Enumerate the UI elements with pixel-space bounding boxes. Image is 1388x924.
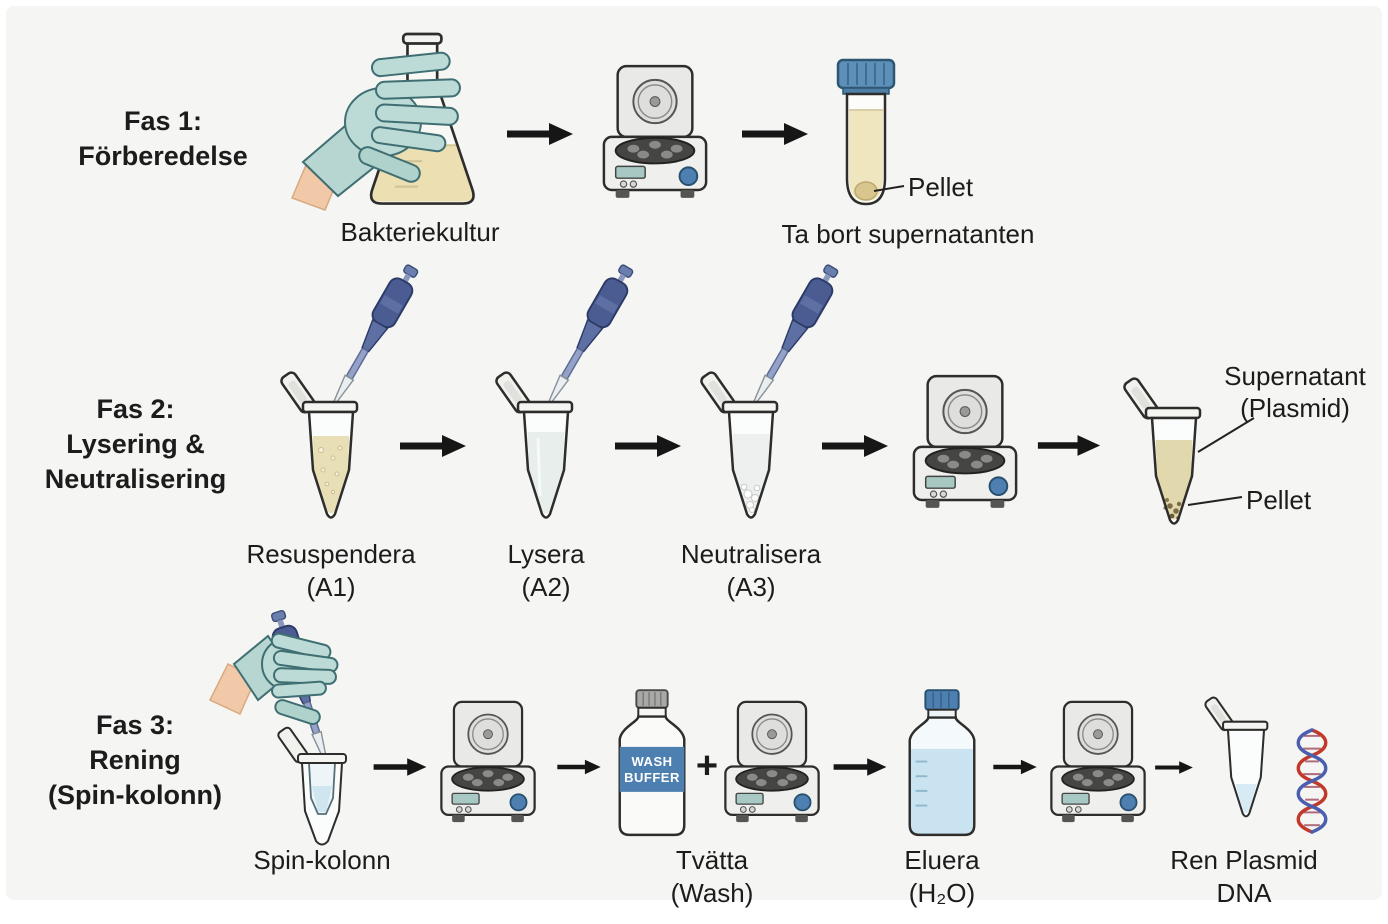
- supernatant-label-line1: Supernatant: [1224, 361, 1366, 391]
- final-dna-caption-line2: DNA: [1216, 878, 1272, 908]
- arrow-icon: [1038, 435, 1100, 456]
- supernatant-label: Supernatant (Plasmid): [1202, 360, 1388, 424]
- phase3-label-line3: (Spin-kolonn): [48, 780, 222, 810]
- arrow-icon: [742, 123, 808, 145]
- arrow-icon: [557, 760, 600, 774]
- wash-bottle-label-line2: BUFFER: [624, 770, 680, 785]
- supernatant-label-line2: (Plasmid): [1240, 393, 1350, 423]
- arrow-icon: [374, 758, 427, 776]
- neutralize-tube-illustration: [698, 369, 779, 519]
- centrifuge-illustration: [912, 374, 1018, 510]
- elute-caption-line2: (H₂O): [908, 878, 976, 908]
- phase1-label-line2: Förberedelse: [78, 141, 248, 171]
- pipette-icon: [743, 260, 845, 409]
- pellet-label-row1: Pellet: [908, 172, 974, 202]
- wash-caption-line1: Tvätta: [675, 845, 749, 875]
- phase2-label-line3: Neutralisering: [44, 464, 227, 494]
- neutralize-caption-line1: Neutralisera: [680, 539, 822, 569]
- elute-caption: Eluera (H₂O): [842, 844, 1042, 910]
- arrow-icon: [615, 435, 681, 457]
- plus-sign: +: [695, 745, 719, 787]
- flask-caption: Bakteriekultur: [340, 217, 500, 247]
- wash-caption-line2: (Wash): [670, 878, 754, 908]
- spin-column-with-pipette-illustration: [208, 607, 347, 846]
- pellet-label-row2: Pellet: [1246, 485, 1312, 515]
- phase1-label-line1: Fas 1:: [123, 106, 203, 136]
- supernatant-pointer-line: [1197, 417, 1255, 453]
- pellet-pointer-line: [1187, 496, 1243, 506]
- dna-helix-icon: [1296, 728, 1328, 834]
- lysis-caption-line2: (A2): [521, 572, 571, 602]
- flask-with-hand-illustration: [291, 32, 475, 211]
- phase3-label: Fas 3: Rening (Spin-kolonn): [30, 708, 240, 813]
- phase2-label-line2: Lysering &: [66, 429, 205, 459]
- wash-bottle-label-line1: WASH: [631, 754, 673, 769]
- phase3-label-line1: Fas 3:: [95, 710, 175, 740]
- centrifuge-illustration: [602, 64, 708, 200]
- arrow-icon: [834, 758, 887, 776]
- pipette-icon: [538, 260, 640, 409]
- pellet-pointer-line: [873, 185, 905, 192]
- phase3-label-line2: Rening: [89, 745, 181, 775]
- neutralize-caption: Neutralisera (A3): [651, 538, 851, 604]
- centrifuge-illustration: [724, 700, 820, 824]
- resuspend-caption: Resuspendera (A1): [231, 538, 431, 604]
- lysis-caption: Lysera (A2): [446, 538, 646, 604]
- water-bottle-illustration: [908, 688, 976, 837]
- lysis-tube-illustration: [493, 369, 574, 519]
- supernatant-tube-illustration: [1121, 375, 1202, 525]
- spin-column-caption: Spin-kolonn: [253, 845, 391, 875]
- arrow-icon: [822, 435, 888, 457]
- final-dna-tube-illustration: [1202, 694, 1269, 818]
- final-dna-caption-line1: Ren Plasmid: [1170, 845, 1318, 875]
- resuspend-caption-line2: (A1): [306, 572, 356, 602]
- wash-caption: Tvätta (Wash): [612, 844, 812, 910]
- pipette-icon: [323, 260, 425, 409]
- centrifuge-illustration: [440, 700, 536, 824]
- resuspend-caption-line1: Resuspendera: [246, 539, 416, 569]
- arrow-icon: [400, 435, 466, 457]
- lysis-caption-line1: Lysera: [507, 539, 585, 569]
- gloved-hand-icon: [208, 632, 339, 726]
- arrow-icon: [993, 760, 1036, 774]
- spin-column-tube-icon: [275, 725, 347, 846]
- pellet-tube-illustration: [836, 58, 896, 206]
- remove-supernatant-caption: Ta bort supernatanten: [781, 219, 1035, 249]
- centrifuge-illustration: [1050, 700, 1146, 824]
- neutralize-caption-line2: (A3): [726, 572, 776, 602]
- final-dna-caption: Ren Plasmid DNA: [1144, 844, 1344, 910]
- resuspend-tube-illustration: [278, 369, 359, 519]
- arrow-icon: [1155, 761, 1193, 774]
- elute-caption-line1: Eluera: [904, 845, 980, 875]
- phase1-label: Fas 1: Förberedelse: [58, 104, 268, 174]
- arrow-icon: [507, 123, 573, 145]
- phase2-label: Fas 2: Lysering & Neutralisering: [28, 392, 243, 497]
- phase2-label-line1: Fas 2:: [96, 394, 175, 424]
- wash-bottle-label: WASH BUFFER: [620, 749, 684, 791]
- gloved-hand-icon: [291, 51, 461, 211]
